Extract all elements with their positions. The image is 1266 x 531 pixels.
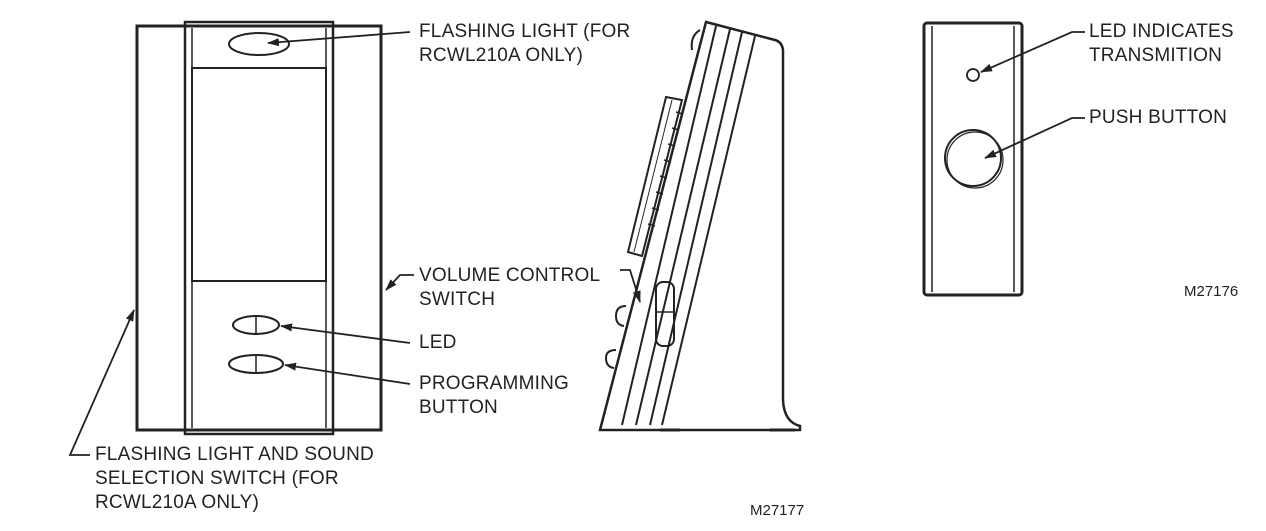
push-button-leaders [980,31,1085,159]
flashing-light-label-line-2: RCWL210A ONLY) [419,45,584,66]
volume-control-label-line-2: SWITCH [419,289,496,310]
push-button-housing [922,21,1024,297]
push-button-label-text: PUSH BUTTON [1089,107,1228,128]
chime-outer-housing [135,24,383,432]
flashing-light-lens [228,32,290,56]
volume-control-label-line-1: VOLUME CONTROL [419,265,601,286]
programming-button-label-line-2: BUTTON [419,397,498,418]
chime-side-leaders [620,269,641,303]
led-label-text: LED [419,332,457,353]
selection-switch-label: FLASHING LIGHT AND SOUND SELECTION SWITC… [95,443,374,515]
transmission-led [966,68,980,82]
chime-front-panel [183,20,335,436]
programming-button-label-line-1: PROGRAMMING [419,373,569,394]
push-button [944,129,1002,187]
transmission-led-label: LED INDICATES TRANSMITION [1089,20,1234,68]
chime-speaker-grille [191,67,327,282]
side-led-nub [614,305,627,327]
selection-switch-label-line-2: SELECTION SWITCH (FOR [95,468,339,489]
selection-switch-label-line-1: FLASHING LIGHT AND SOUND [95,444,374,465]
chime-front-view [135,20,383,436]
flashing-light-label: FLASHING LIGHT (FOR RCWL210A ONLY) [419,20,630,68]
transmission-led-label-line-2: TRANSMITION [1089,45,1223,66]
flashing-light-label-line-1: FLASHING LIGHT (FOR [419,21,631,42]
side-button-nub [604,349,617,369]
push-button-label: PUSH BUTTON [1089,106,1227,130]
chime-side-battery-door [626,95,684,258]
chime-side-body [598,20,802,432]
chime-side-view [598,20,802,432]
transmission-led-label-line-1: LED INDICATES [1089,21,1234,42]
chime-front-leaders [68,31,414,456]
push-button-figure-id: M27176 [1184,283,1239,300]
led-label: LED [419,331,457,355]
chime-side-vents [647,111,684,227]
programming-button-label: PROGRAMMING BUTTON [419,372,569,420]
volume-control-switch [655,281,675,347]
selection-switch-label-line-3: RCWL210A ONLY) [95,492,260,513]
chime-figure-id: M27177 [750,502,805,519]
volume-control-label: VOLUME CONTROL SWITCH [419,264,600,312]
push-button-unit [922,21,1024,297]
